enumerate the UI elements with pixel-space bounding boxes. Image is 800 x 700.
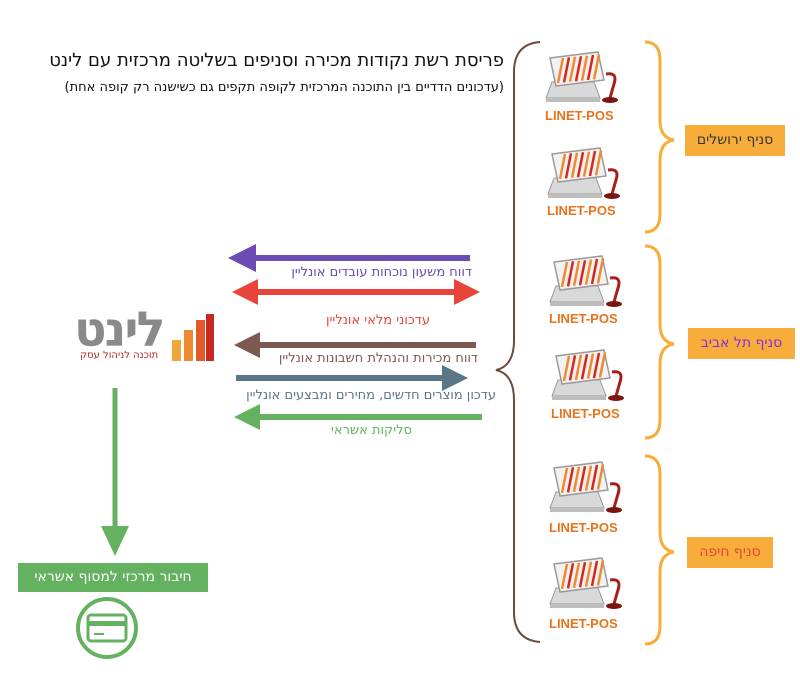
linet-logo-tagline: תוכנה לניהול עסק — [80, 350, 159, 361]
pos-caption: LINET-POS — [549, 616, 618, 631]
branch-label-text: סניף חיפה — [699, 544, 761, 560]
credit-card-icon — [76, 597, 138, 659]
logo-bars-icon — [172, 314, 214, 361]
brace-jerusalem — [644, 40, 675, 234]
flow-arrow-attendance — [228, 244, 470, 272]
pos-caption: LINET-POS — [547, 203, 616, 218]
pos-caption: LINET-POS — [549, 311, 618, 326]
flow-arrow-products — [236, 365, 468, 391]
branch-label-text: סניף ירושלים — [696, 132, 774, 148]
pos-register-icon — [545, 51, 618, 103]
main-brace — [495, 41, 541, 643]
flow-label-inventory: עדכוני מלאי אונליין — [325, 313, 430, 328]
linet-logo: לינט — [74, 302, 166, 358]
pos-caption: LINET-POS — [545, 108, 614, 123]
flow-label-credit: סליקות אשראי — [330, 423, 412, 438]
diagram-subtitle: (עדכונים הדדיים בין התוכנה המרכזית לקופה… — [64, 80, 504, 95]
credit-terminal-label: חיבור מרכזי למסוף אשראי — [18, 563, 208, 592]
pos-register-icon — [551, 349, 624, 401]
flow-arrow-inventory — [232, 279, 480, 305]
flow-label-products: עדכון מוצרים חדשים, מחירים ומבצעים אונלי… — [246, 388, 496, 403]
brace-haifa — [644, 454, 675, 646]
pos-caption: LINET-POS — [549, 520, 618, 535]
branch-label-text: סניף תל אביב — [700, 335, 783, 351]
diagram-title: פריסת רשת נקודות מכירה וסניפים בשליטה מר… — [49, 50, 504, 71]
flow-label-attendance: דווח משעון נוכחות עובדים אונליין — [291, 265, 472, 280]
flow-arrow-credit — [234, 404, 482, 430]
pos-register-icon — [549, 557, 622, 609]
pos-register-icon — [549, 461, 622, 513]
branch-label-jerusalem: סניף ירושלים — [685, 125, 785, 156]
pos-caption: LINET-POS — [551, 406, 620, 421]
pos-register-icon — [549, 255, 622, 307]
pos-register-icon — [547, 147, 620, 199]
flow-label-sales: דווח מכירות והנהלת חשבונות אונליין — [278, 351, 478, 366]
flow-arrow-sales — [234, 332, 476, 358]
credit-down-arrow — [101, 388, 129, 556]
brace-telaviv — [644, 244, 675, 440]
branch-label-haifa: סניף חיפה — [687, 537, 773, 568]
branch-label-telaviv: סניף תל אביב — [688, 328, 795, 359]
